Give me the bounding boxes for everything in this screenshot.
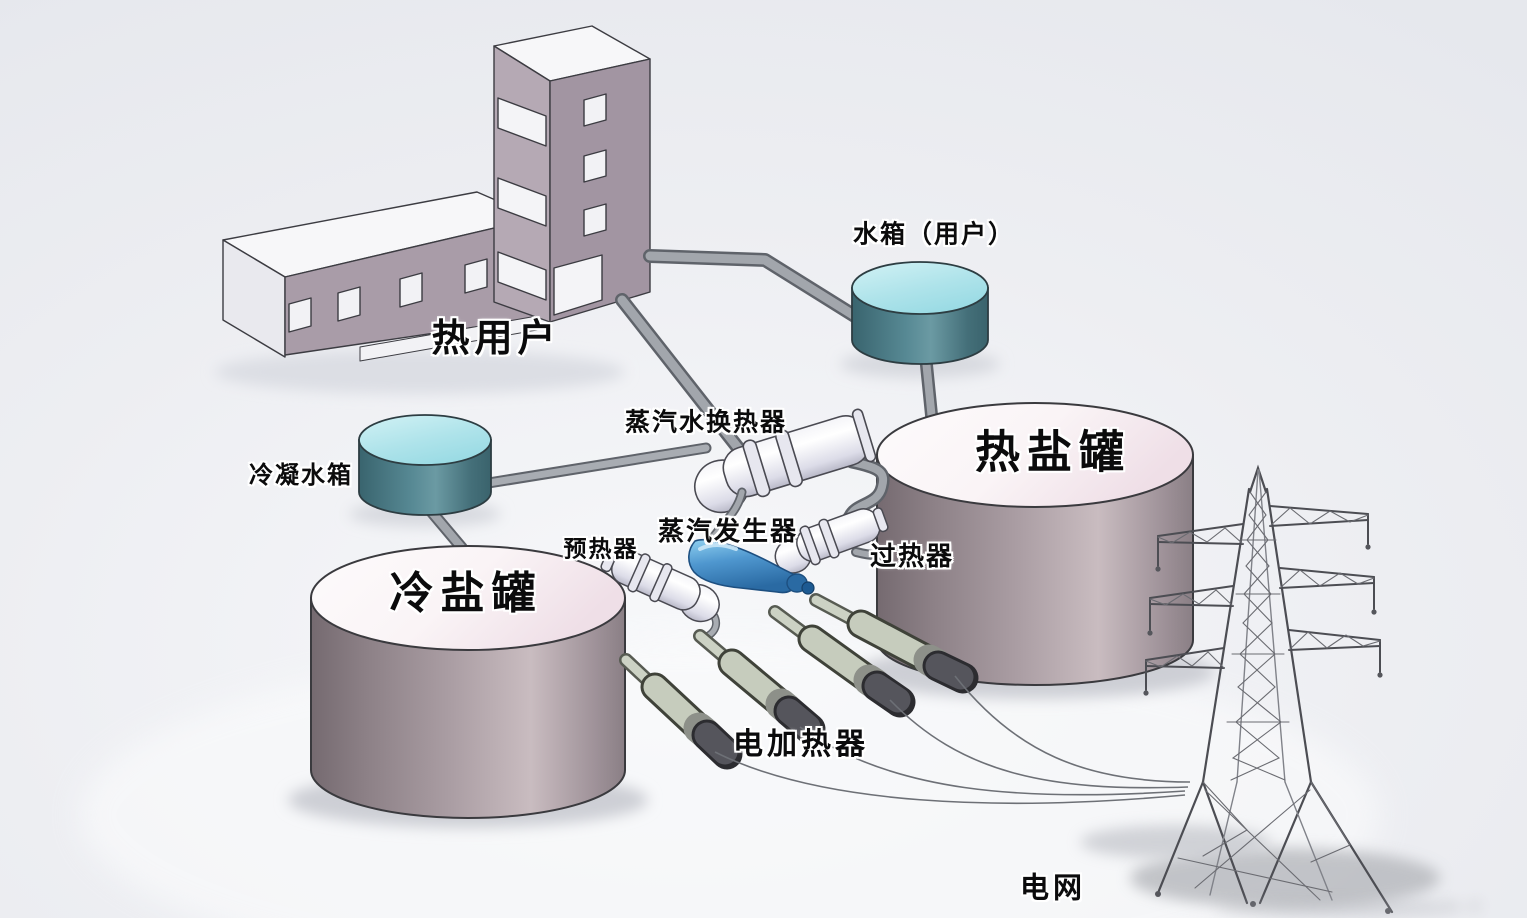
- transmission-tower: [1143, 464, 1394, 914]
- label-steam-water-heat-exchanger: 蒸汽水换热器: [624, 408, 788, 437]
- heater-grid-wires: [714, 675, 1191, 805]
- hot-salt-tank: [876, 402, 1194, 686]
- label-heat-user: 热用户: [431, 318, 561, 360]
- label-hot-salt-tank: 热盐罐: [974, 426, 1132, 478]
- condensate-water-tank: [358, 414, 492, 516]
- label-cold-salt-tank: 冷盐罐: [389, 569, 543, 618]
- label-preheater: 预热器: [563, 535, 639, 562]
- label-power-grid: 电网: [1019, 872, 1087, 905]
- watermark: [1215, 899, 1481, 917]
- label-superheater: 过热器: [869, 541, 955, 571]
- label-condensate-tank: 冷凝水箱: [249, 462, 353, 489]
- pipes: [424, 249, 939, 554]
- label-steam-generator: 蒸汽发生器: [657, 516, 799, 546]
- heat-user-building: [222, 25, 651, 362]
- electric-heaters: [619, 593, 979, 770]
- superheater: [774, 507, 891, 574]
- user-water-tank: [851, 261, 989, 365]
- steam-generator: [688, 487, 815, 595]
- preheater: [600, 547, 720, 642]
- cold-salt-tank: [310, 545, 626, 819]
- label-water-tank-user: 水箱（用户）: [852, 220, 1016, 249]
- steam-water-heat-exchanger: [694, 408, 890, 529]
- label-electric-heater: 电加热器: [733, 728, 869, 761]
